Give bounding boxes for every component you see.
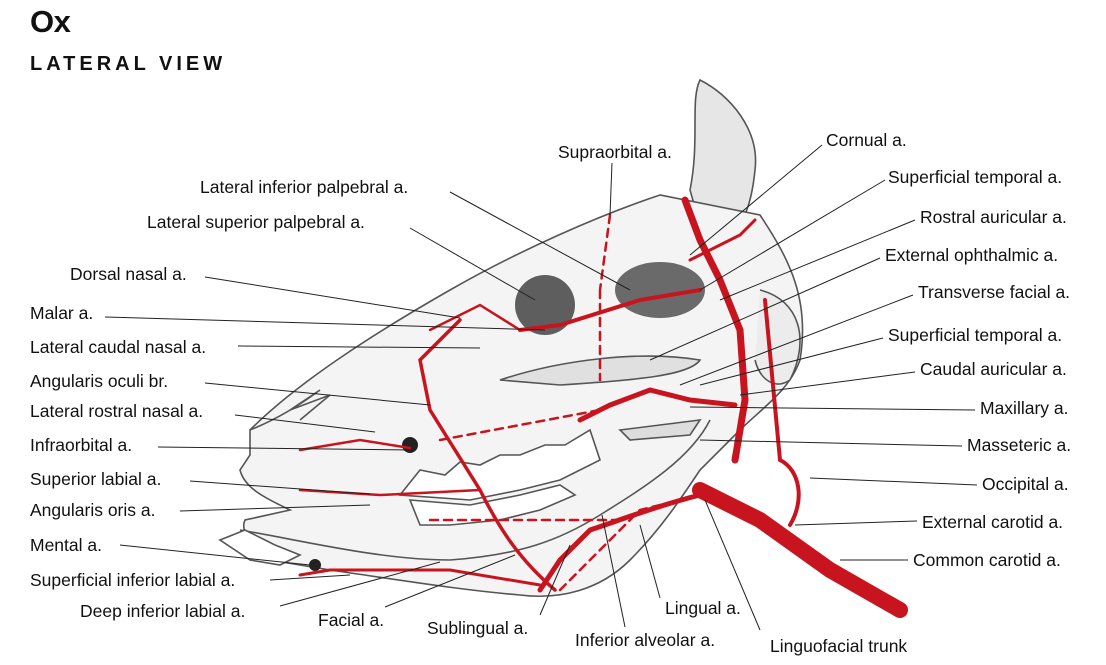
occipital-artery (763, 298, 801, 527)
figure-title: Ox (30, 4, 71, 39)
label-deep-inferior-labial: Deep inferior labial a. (80, 601, 246, 621)
arteries (298, 196, 908, 618)
label-superficial-temporal-upper: Superficial temporal a. (888, 167, 1063, 187)
label-external-carotid: External carotid a. (922, 512, 1064, 532)
label-lateral-superior-palpebral: Lateral superior palpebral a. (147, 212, 365, 232)
label-dorsal-nasal: Dorsal nasal a. (70, 264, 187, 284)
dorsal-nasal-artery (428, 303, 522, 332)
label-linguofacial-trunk: Linguofacial trunk (770, 636, 908, 656)
inferior-labial-artery (298, 568, 542, 587)
label-caudal-auricular: Caudal auricular a. (920, 359, 1067, 379)
label-cornual: Cornual a. (826, 130, 907, 150)
superior-labial-artery (298, 488, 482, 497)
lower-teeth (408, 484, 577, 526)
label-maxillary: Maxillary a. (980, 398, 1069, 418)
label-superficial-inferior-labial: Superficial inferior labial a. (30, 570, 236, 590)
right-orbit (615, 262, 705, 318)
label-lateral-caudal-nasal: Lateral caudal nasal a. (30, 337, 207, 357)
label-masseteric: Masseteric a. (967, 435, 1072, 455)
infraorbital-artery (298, 438, 412, 452)
facial-artery (418, 318, 557, 592)
mandible (239, 419, 711, 561)
label-supraorbital: Supraorbital a. (558, 142, 672, 162)
external-carotid-artery (681, 196, 749, 464)
nasal-bone (249, 389, 331, 431)
label-external-ophthalmic: External ophthalmic a. (885, 245, 1059, 265)
dashed-deep-arteries (428, 213, 702, 592)
zygomatic-arch (499, 355, 702, 386)
label-lingual: Lingual a. (665, 598, 741, 618)
leader-lines (104, 144, 978, 631)
left-orbit (515, 275, 575, 335)
mental-foramen (309, 559, 321, 571)
label-rostral-auricular: Rostral auricular a. (920, 207, 1067, 227)
skull-outline (239, 194, 804, 598)
coronoid-process (618, 418, 702, 441)
label-common-carotid: Common carotid a. (913, 550, 1061, 570)
label-sublingual: Sublingual a. (427, 618, 529, 638)
skull-drawing (218, 78, 804, 598)
label-facial: Facial a. (318, 610, 385, 630)
label-malar: Malar a. (30, 303, 94, 323)
incisor-teeth (218, 529, 302, 566)
label-superficial-temporal-lower: Superficial temporal a. (888, 325, 1063, 345)
cornual-artery (688, 218, 757, 262)
label-infraorbital: Infraorbital a. (30, 435, 133, 455)
label-inferior-alveolar: Inferior alveolar a. (575, 630, 716, 650)
figure-subtitle: LATERAL VIEW (30, 53, 227, 75)
label-lateral-rostral-nasal: Lateral rostral nasal a. (30, 401, 204, 421)
label-superior-labial: Superior labial a. (30, 469, 162, 489)
common-carotid-artery (692, 482, 908, 618)
label-angularis-oculi: Angularis oculi br. (30, 371, 169, 391)
label-lateral-inferior-palpebral: Lateral inferior palpebral a. (200, 177, 409, 197)
label-mental: Mental a. (30, 535, 102, 555)
label-angularis-oris: Angularis oris a. (30, 500, 156, 520)
upper-teeth (398, 428, 601, 501)
label-transverse-facial: Transverse facial a. (918, 282, 1071, 302)
infraorbital-foramen (402, 437, 418, 453)
label-occipital: Occipital a. (982, 474, 1069, 494)
